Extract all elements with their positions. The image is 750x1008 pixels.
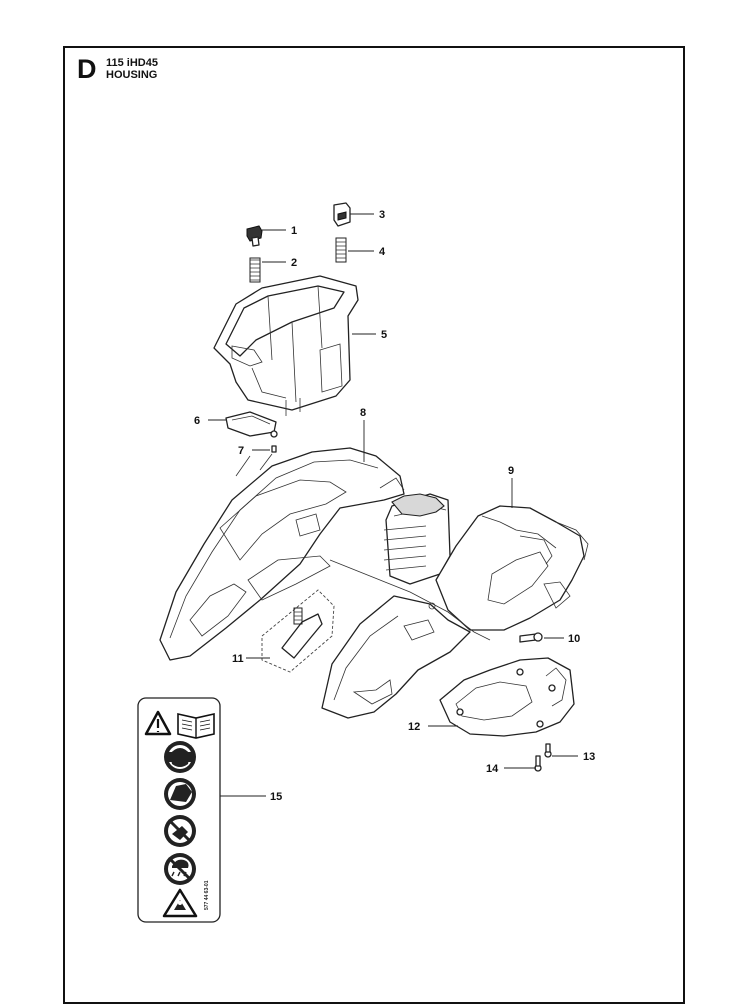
part-2-spring	[249, 257, 261, 283]
callout-9: 9	[508, 465, 514, 477]
part-12-bottom-cover	[439, 657, 575, 737]
callout-14: 14	[486, 763, 499, 775]
callout-13: 13	[583, 751, 595, 763]
drawing-frame	[63, 46, 685, 1004]
part-3-trigger	[333, 202, 351, 227]
model-name: 115 iHD45	[106, 57, 158, 69]
part-7-screw	[270, 430, 278, 453]
part-1-switch-button	[246, 225, 263, 247]
callout-1: 1	[291, 225, 297, 237]
lower-handle-housing	[321, 595, 471, 719]
decal-part-code: 577 44 63-01	[204, 880, 210, 910]
callout-11: 11	[232, 653, 244, 665]
motor-assembly	[383, 493, 451, 585]
part-9-right-housing	[329, 505, 589, 641]
leader-lines	[208, 213, 578, 797]
helmet-icon	[164, 741, 196, 773]
part-8-left-housing	[159, 447, 405, 661]
section-letter: D	[77, 54, 97, 84]
callout-10: 10	[568, 633, 580, 645]
part-13-screw	[544, 743, 552, 758]
callout-3: 3	[379, 209, 385, 221]
callout-4: 4	[379, 246, 386, 258]
part-5-battery-compartment	[213, 275, 359, 416]
callout-5: 5	[381, 329, 387, 341]
callout-12: 12	[408, 721, 420, 733]
callout-labels: 1 2 3 4 5 6 7 8 9 10 11 12 13 14 15	[194, 209, 595, 803]
page-title: HOUSING	[106, 69, 158, 81]
callout-8: 8	[360, 407, 366, 419]
callout-15: 15	[270, 791, 282, 803]
callout-7: 7	[238, 445, 244, 457]
part-14-screw	[534, 755, 542, 772]
callout-2: 2	[291, 257, 297, 269]
hazard-triangle-icon	[162, 888, 198, 918]
callout-6: 6	[194, 415, 200, 427]
part-4-spring	[335, 237, 347, 263]
part-6-cover	[225, 411, 277, 437]
part-11-switch-lever	[261, 589, 335, 673]
part-10-screw	[519, 632, 543, 643]
no-rain-icon	[164, 853, 196, 885]
manual-icon	[177, 713, 215, 739]
no-touch-icon	[164, 815, 196, 847]
warning-icon	[144, 710, 172, 736]
hand-icon	[164, 778, 196, 810]
part-15-warning-decal: 577 44 63-01	[137, 697, 221, 923]
